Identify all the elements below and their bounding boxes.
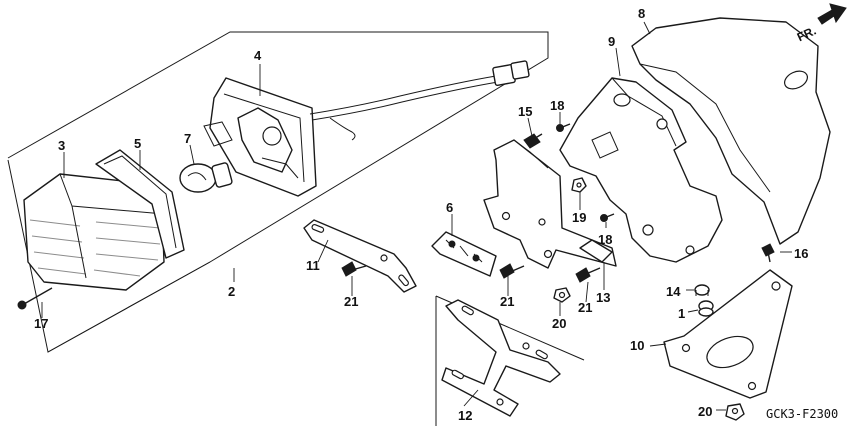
callout-20-bottom: 20: [698, 404, 712, 419]
part-17-screw: [17, 287, 53, 310]
callout-17: 17: [34, 316, 48, 331]
callout-3: 3: [58, 138, 65, 153]
callout-16: 16: [794, 246, 808, 261]
part-18-screw-b: [600, 213, 615, 222]
part-16-bolt: [761, 243, 775, 263]
front-direction-arrow: FR.: [795, 3, 847, 45]
part-4-housing: [203, 77, 317, 197]
part-9-fender-frame: [559, 77, 723, 263]
leader-lines: [41, 21, 792, 411]
part-5-gasket: [95, 149, 185, 259]
callout-2: 2: [228, 284, 235, 299]
part-15-bolt: [523, 133, 543, 149]
part-7-bulb: [179, 162, 233, 193]
part-8-fender-cover: [631, 17, 831, 245]
callout-12: 12: [458, 408, 472, 423]
part-11-bracket: [303, 219, 417, 293]
license-plate-bracket: [483, 139, 617, 269]
callout-15: 15: [518, 104, 532, 119]
callout-6: 6: [446, 200, 453, 215]
taillight-assembly-frame: [7, 31, 549, 353]
callout-4: 4: [254, 48, 262, 63]
part-12-bracket: [441, 299, 561, 417]
part-20-nut-a: [553, 287, 571, 303]
direction-label: FR.: [795, 24, 818, 45]
callout-19: 19: [572, 210, 586, 225]
part-14-grommet: [694, 284, 710, 296]
part-3-lens: [23, 173, 165, 291]
part-21-bolt-a: [341, 261, 367, 277]
callout-11: 11: [306, 258, 320, 273]
callout-20-center: 20: [552, 316, 566, 331]
part-6-reflector: [431, 231, 497, 277]
diagram-code: GCK3-F2300: [766, 407, 838, 421]
part-21-bolt-c: [575, 267, 601, 283]
callout-21-center: 21: [500, 294, 514, 309]
callout-5: 5: [134, 136, 141, 151]
callout-1: 1: [678, 306, 685, 321]
callout-21-right: 21: [578, 300, 592, 315]
callout-10: 10: [630, 338, 644, 353]
callout-9: 9: [608, 34, 615, 49]
part-1-grommet: [698, 300, 714, 317]
callout-14: 14: [666, 284, 681, 299]
part-13-strap: [579, 239, 613, 263]
callout-18-top: 18: [550, 98, 564, 113]
part-10-stay: [663, 269, 793, 399]
callout-7: 7: [184, 131, 191, 146]
callout-18-bottom: 18: [598, 232, 612, 247]
callout-21-left: 21: [344, 294, 358, 309]
part-4-wire-harness: [309, 60, 530, 141]
part-21-bolt-b: [499, 263, 525, 279]
callout-13: 13: [596, 290, 610, 305]
part-18-screw-a: [556, 123, 571, 132]
part-20-nut-b: [725, 403, 745, 421]
callout-labels: 3 5 7 4 2 17 8 9 15 18 19 18 6 11 21 21 …: [34, 6, 808, 423]
callout-8: 8: [638, 6, 645, 21]
part-19-nut: [571, 177, 587, 193]
